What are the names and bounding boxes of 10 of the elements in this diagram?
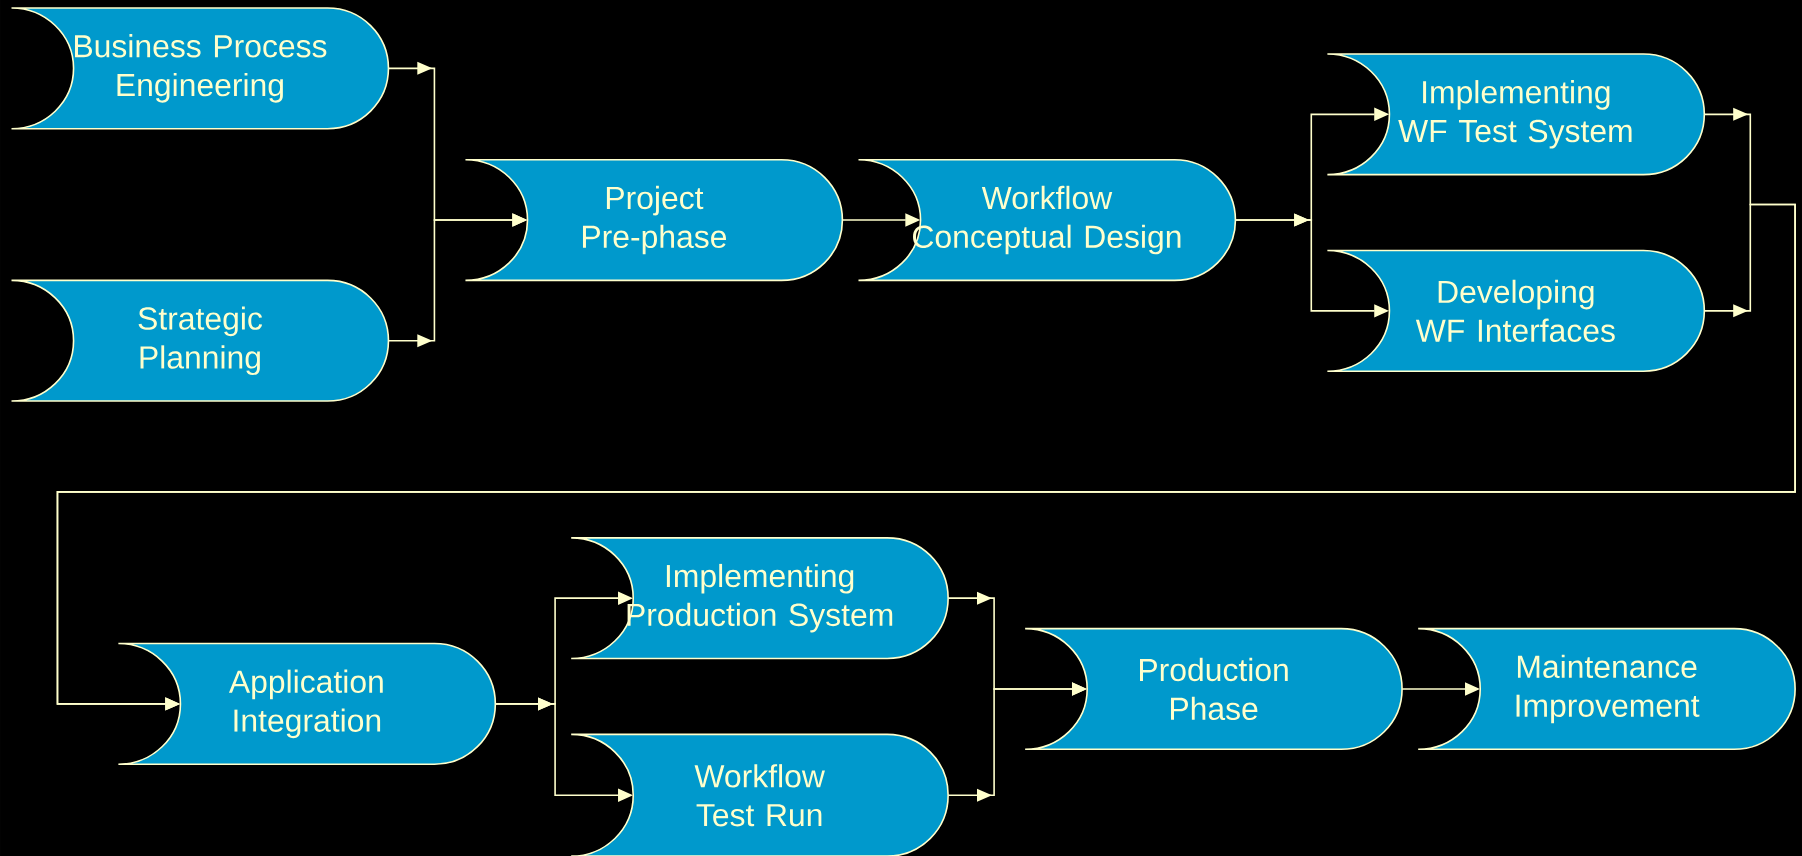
process-box: Workflow Test Run: [570, 733, 949, 856]
process-box: Project Pre-phase: [464, 158, 844, 282]
process-box: Application Integration: [117, 642, 497, 765]
process-box: Implementing WF Test System: [1326, 53, 1706, 176]
process-box: Business Process Engineering: [10, 7, 390, 130]
process-box: Strategic Planning: [10, 279, 390, 402]
process-box: Production Phase: [1024, 627, 1403, 750]
process-box: Maintenance Improvement: [1417, 627, 1796, 750]
process-box: Developing WF Interfaces: [1326, 249, 1706, 372]
arrow: [56, 203, 1796, 711]
